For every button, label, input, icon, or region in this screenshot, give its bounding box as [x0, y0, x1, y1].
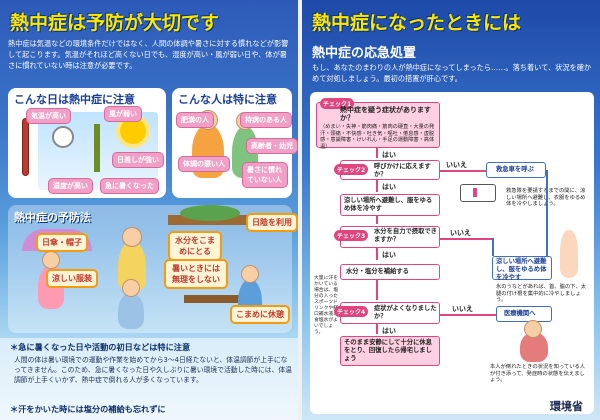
woman-head — [42, 251, 60, 269]
tag-chronic: 持病のある人 — [240, 112, 292, 128]
ambulance-cross-icon — [473, 188, 477, 197]
thermometer-icon — [22, 118, 29, 176]
yes-1: はい — [382, 151, 396, 159]
water-note: 大量に汗をかいている場合は、塩分の入ったスポーツドリンクや経口補水液、食塩水がよ… — [314, 276, 338, 335]
drinker-head — [122, 227, 142, 247]
ambulance-note: 救急隊を要請するまでの間に、涼しい場所へ避難し、衣服をゆるめ体を冷やしましょう。 — [506, 188, 586, 207]
cool-note: 氷のうなどがあれば、首、脇の下、太腿の付け根を集中的に冷やしましょう。 — [496, 284, 587, 303]
arrow-2 — [376, 180, 378, 192]
check1-question: 熱中症を疑う症状がありますか？ — [340, 106, 431, 122]
check3-label: チェック3 — [334, 230, 369, 241]
person-warning-box: こんな人は特に注意 肥満の人 持病のある人 高齢者・幼児 体調の悪い人 暑さに慣… — [172, 88, 298, 198]
tag-obese: 肥満の人 — [176, 112, 214, 128]
ministry-logo: 環境省 — [550, 400, 583, 413]
right-intro: もし、あなたのまわりの人が熱中症になってしまったら……。落ち着いて、状況を確かめ… — [312, 63, 592, 83]
no-2: いいえ — [446, 161, 467, 169]
first-aid-heading: 熱中症の応急処置 — [312, 46, 417, 61]
check1-symptoms: （めまい・失神・筋肉痛・筋肉の硬直・大量の発汗・頭痛・不快感・吐き気・嘔吐・倦怠… — [320, 124, 435, 150]
tag-strong-sun: 日差しが強い — [112, 152, 164, 168]
tag-high-temp: 気温が高い — [26, 108, 71, 124]
check2-label: チェック2 — [334, 164, 369, 175]
cool-box-2 — [492, 256, 552, 280]
water-text: 水分・塩分を補給する — [346, 268, 409, 275]
left-title: 熱中症は予防が大切です — [10, 12, 220, 34]
check1-box — [316, 102, 440, 148]
arrow-3 — [376, 216, 378, 224]
check1-label: チェック1 — [320, 98, 355, 109]
day-warning-heading: こんな日は熱中症に注意 — [14, 93, 135, 106]
tag-no-overexertion: 暑いときには無理をしない — [164, 259, 228, 289]
tag-elderly: 高齢者・幼児 — [246, 138, 298, 154]
tag-rest: こまめに休憩 — [230, 305, 290, 324]
cool-text-2: 涼しい場所へ避難し、服をゆるめ体を冷やす — [496, 258, 547, 281]
right-panel: 熱中症になったときには 熱中症の応急処置 もし、あなたのまわりの人が熱中症になっ… — [302, 0, 600, 420]
arrow-no-3 — [440, 238, 492, 240]
note1-title: ＊急に暑くなった日や活動の初日などは特に注意 — [10, 342, 191, 352]
left-intro: 熱中症は気温などの環境条件だけではなく、人間の体調や暑さに対する慣れなどが影響し… — [8, 39, 289, 70]
tag-weak-wind: 風が弱い — [104, 106, 142, 122]
sun-icon — [120, 118, 146, 144]
tag-sudden-heat: 急に暑くなった — [100, 178, 159, 194]
hospital-box — [496, 306, 552, 322]
prevention-heading: 熱中症の予防法 — [14, 211, 91, 224]
rest-box — [340, 336, 440, 366]
right-title: 熱中症になったときには — [312, 12, 522, 34]
arrow-4 — [376, 248, 378, 260]
tag-unwell: 体調の悪い人 — [178, 156, 230, 172]
check4-label: チェック4 — [334, 306, 369, 317]
left-panel: 熱中症は予防が大切です 熱中症は気温などの環境条件だけではなく、人間の体調や暑さ… — [0, 0, 298, 420]
water-box — [340, 264, 440, 280]
ambulance-icon — [460, 184, 496, 202]
leaves-icon — [180, 205, 240, 221]
tag-parasol-hat: 日傘・帽子 — [36, 233, 88, 252]
rest-text: そのまま安静にして十分に休息をとり、回復したら帰宅しましょう — [344, 339, 432, 362]
note1-body: 人間の体は暑い環境での運動や作業を始めてから3〜4日経たないと、体温調節が上手に… — [14, 356, 292, 384]
cooling-child-illustration — [560, 230, 578, 278]
arrow-no-4 — [440, 314, 496, 316]
boy-head — [241, 265, 259, 283]
arrow-6 — [376, 324, 378, 334]
arrow-no-2 — [440, 170, 486, 172]
elderly-head — [122, 279, 140, 297]
blue-line-2 — [492, 238, 494, 256]
yes-2: はい — [382, 183, 396, 191]
check2-question: 呼びかけに応えますか？ — [374, 163, 431, 178]
arrow-1 — [376, 148, 378, 158]
no-4: いいえ — [452, 305, 473, 313]
day-warning-box: こんな日は熱中症に注意 気温が高い 風が弱い 湿度が高い 日差しが強い 急に暑く… — [8, 88, 166, 198]
check4-question: 症状がよくなりましたか？ — [374, 305, 437, 320]
plant-icon — [94, 124, 100, 172]
person-warning-heading: こんな人は特に注意 — [178, 93, 277, 106]
notes-area — [0, 338, 298, 420]
helper-head — [524, 320, 542, 338]
tag-hydrate: 水分をこまめにとる — [168, 231, 222, 261]
elderly-sitting-illustration — [118, 293, 144, 329]
tag-shade: 日陰を利用 — [246, 213, 298, 232]
ambulance-label: 救急車を呼ぶ — [496, 166, 534, 173]
yes-4: はい — [382, 327, 396, 335]
bench-icon — [184, 295, 248, 303]
note2-title: ＊汗をかいた時には塩分の補給も忘れずに — [10, 404, 166, 414]
blue-line-1 — [546, 170, 548, 262]
ambulance-box — [486, 162, 546, 178]
tag-cool-clothing: 涼しい服装 — [46, 269, 98, 288]
footer-spacer — [312, 390, 402, 410]
hospital-label: 医療機関へ — [504, 310, 536, 317]
hygrometer-icon — [52, 126, 74, 148]
cool-text-1: 涼しい場所へ避難し、服をゆるめ体を冷やす — [344, 197, 433, 212]
tag-unacclimated: 暑さに慣れていない人 — [242, 162, 288, 188]
yes-3: はい — [382, 251, 396, 259]
no-3: いいえ — [450, 229, 471, 237]
page-divider — [298, 0, 302, 420]
hospital-note: 本人が倒れたときの状況を知っている人が付き添って、発症時の状態を伝えましょう。 — [490, 364, 586, 383]
tag-high-humidity: 湿度が高い — [48, 178, 93, 194]
check3-question: 水分を自力で摂取できますか？ — [374, 228, 437, 243]
prevention-box: 熱中症の予防法 日傘・帽子 涼しい服装 日陰を利用 水分をこまめにとる 暑いとき… — [8, 205, 298, 333]
cool-box-1 — [340, 194, 440, 216]
arrow-5 — [376, 280, 378, 300]
flowchart-box: チェック1 熱中症を疑う症状がありますか？ （めまい・失神・筋肉痛・筋肉の硬直・… — [310, 92, 594, 414]
